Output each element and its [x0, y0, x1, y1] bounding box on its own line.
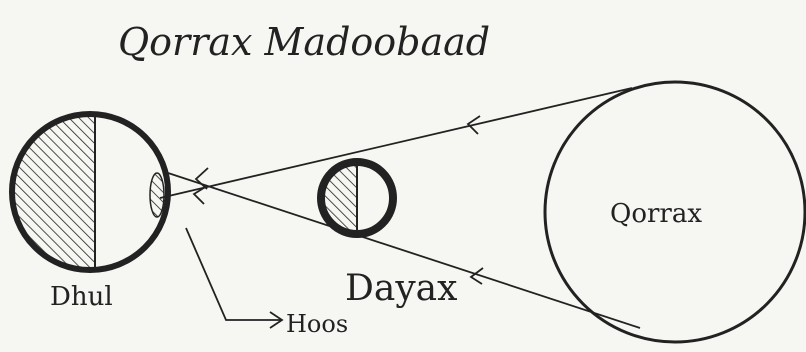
shadow-spot: [150, 173, 164, 217]
moon: [321, 162, 393, 234]
shadow-label: Hoos: [286, 310, 348, 338]
shadow-pointer: [186, 228, 282, 320]
earth-label: Dhul: [50, 282, 113, 312]
upper-ray: [160, 88, 632, 198]
moon-label: Dayax: [345, 268, 457, 309]
sun-label: Qorrax: [610, 199, 702, 229]
diagram-title: Qorrax Madoobaad: [118, 20, 490, 64]
earth: [12, 114, 168, 270]
